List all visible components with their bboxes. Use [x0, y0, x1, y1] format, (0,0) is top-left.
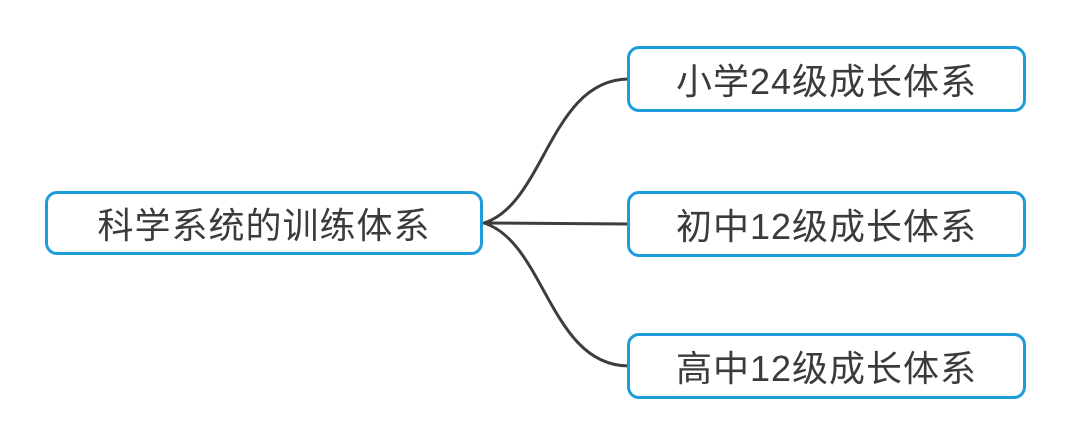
connector-root-to-child-1 [482, 77, 631, 225]
connector-root-to-child-2 [482, 221, 631, 226]
connector-root-to-child-3 [482, 221, 631, 368]
mindmap-root-node[interactable]: 科学系统的训练体系 [45, 191, 483, 255]
mindmap-child-node-high-school[interactable]: 高中12级成长体系 [627, 333, 1026, 399]
child-node-3-label: 高中12级成长体系 [675, 348, 978, 389]
child-node-1-label: 小学24级成长体系 [675, 61, 978, 102]
child-node-2-label: 初中12级成长体系 [675, 206, 978, 247]
mindmap-child-node-primary-school[interactable]: 小学24级成长体系 [627, 46, 1026, 112]
root-node-label: 科学系统的训练体系 [97, 205, 431, 246]
mindmap-child-node-middle-school[interactable]: 初中12级成长体系 [627, 191, 1026, 257]
